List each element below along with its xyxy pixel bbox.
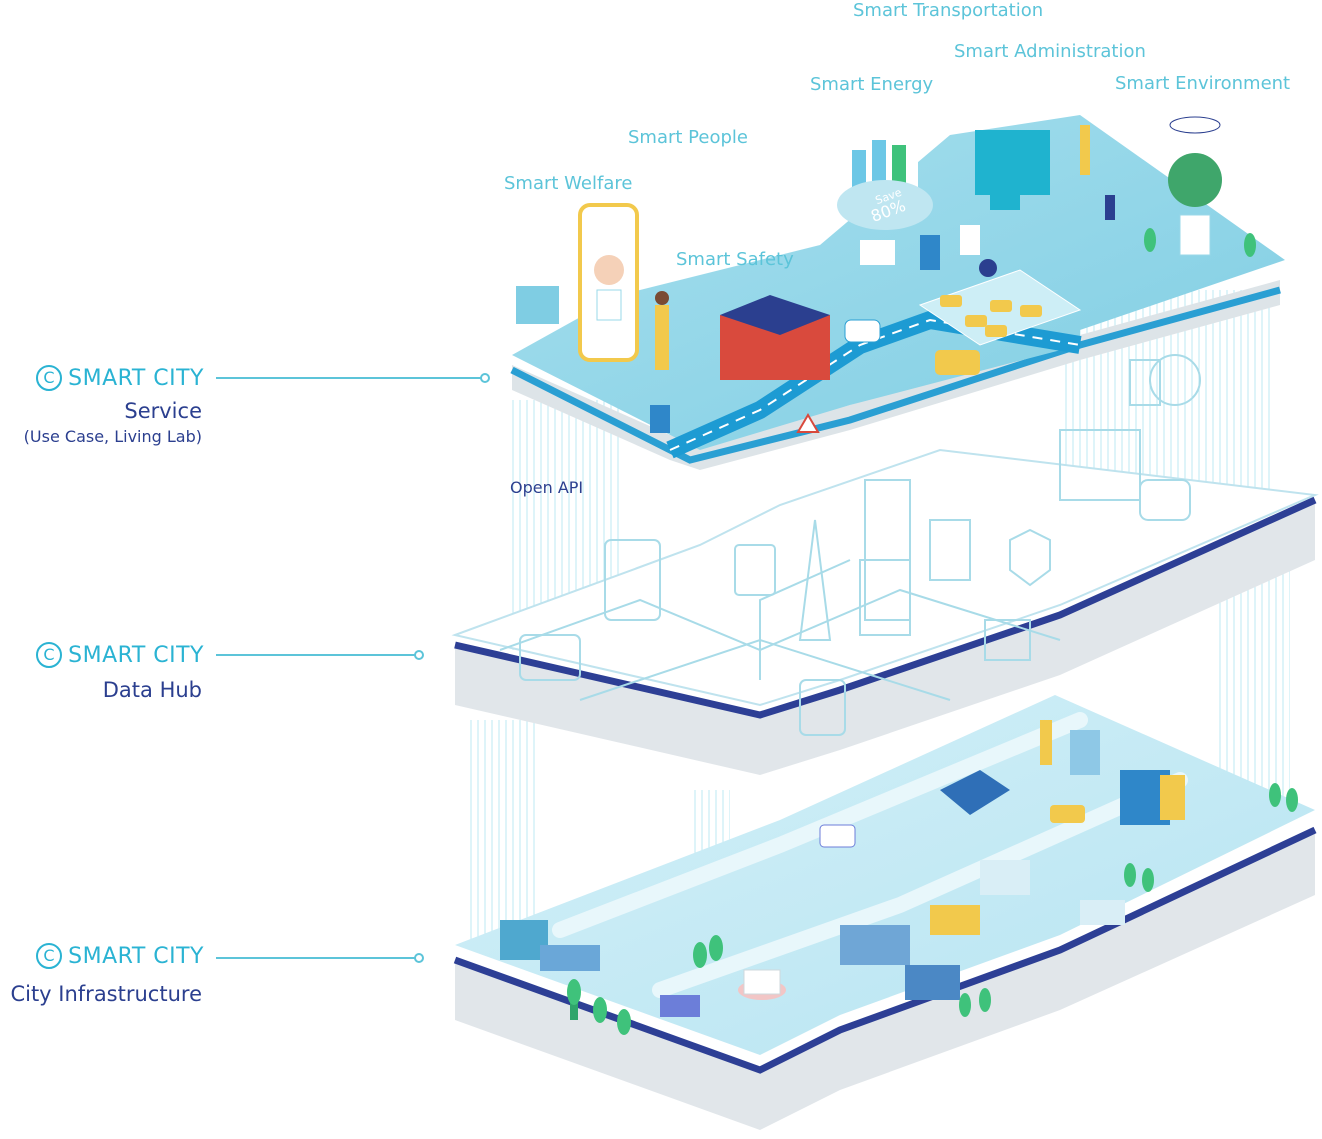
- brand-mark-icon: C: [36, 943, 63, 969]
- brand-text: SMART CITY: [68, 643, 204, 668]
- data-hub-platform-side: [455, 500, 1315, 775]
- label-smart-environment: Smart Environment: [1115, 73, 1291, 94]
- infrastructure-platform-top: [455, 695, 1315, 1055]
- label-smart-welfare: Smart Welfare: [504, 173, 633, 194]
- service-platform-edge: [510, 286, 1281, 464]
- data-hub-platform-top: [451, 448, 1319, 707]
- label-smart-administration: Smart Administration: [954, 41, 1146, 62]
- data-hub-layer: [451, 354, 1319, 775]
- service-layer: Save 80%: [510, 115, 1285, 470]
- brand-mark-icon: C: [36, 365, 63, 391]
- layer-connectors: [216, 373, 490, 963]
- layer-title-infrastructure: City Infrastructure: [10, 982, 202, 1006]
- data-hub-line-art: [499, 354, 1201, 736]
- brand-text: SMART CITY: [68, 366, 204, 391]
- brand-text: SMART CITY: [68, 944, 204, 969]
- service-platform-top: [512, 115, 1285, 450]
- label-smart-people: Smart People: [628, 127, 748, 148]
- data-hub-platform-edge: [454, 496, 1317, 719]
- label-smart-transportation: Smart Transportation: [853, 0, 1044, 21]
- infrastructure-platform-edge: [453, 826, 1317, 1074]
- label-smart-energy: Smart Energy: [810, 74, 934, 95]
- open-api-label: Open API: [510, 478, 584, 497]
- infrastructure-layer: [453, 695, 1317, 1130]
- service-illustrations: [514, 116, 1256, 433]
- layer-title-data-hub: Data Hub: [102, 678, 202, 702]
- layer-title-service: Service: [124, 399, 202, 423]
- infrastructure-buildings: [500, 720, 1298, 1035]
- brand-mark-icon: C: [36, 642, 63, 668]
- label-smart-safety: Smart Safety: [676, 249, 794, 270]
- infrastructure-platform-side: [455, 830, 1315, 1130]
- layer-subtitle-service: (Use Case, Living Lab): [23, 427, 202, 446]
